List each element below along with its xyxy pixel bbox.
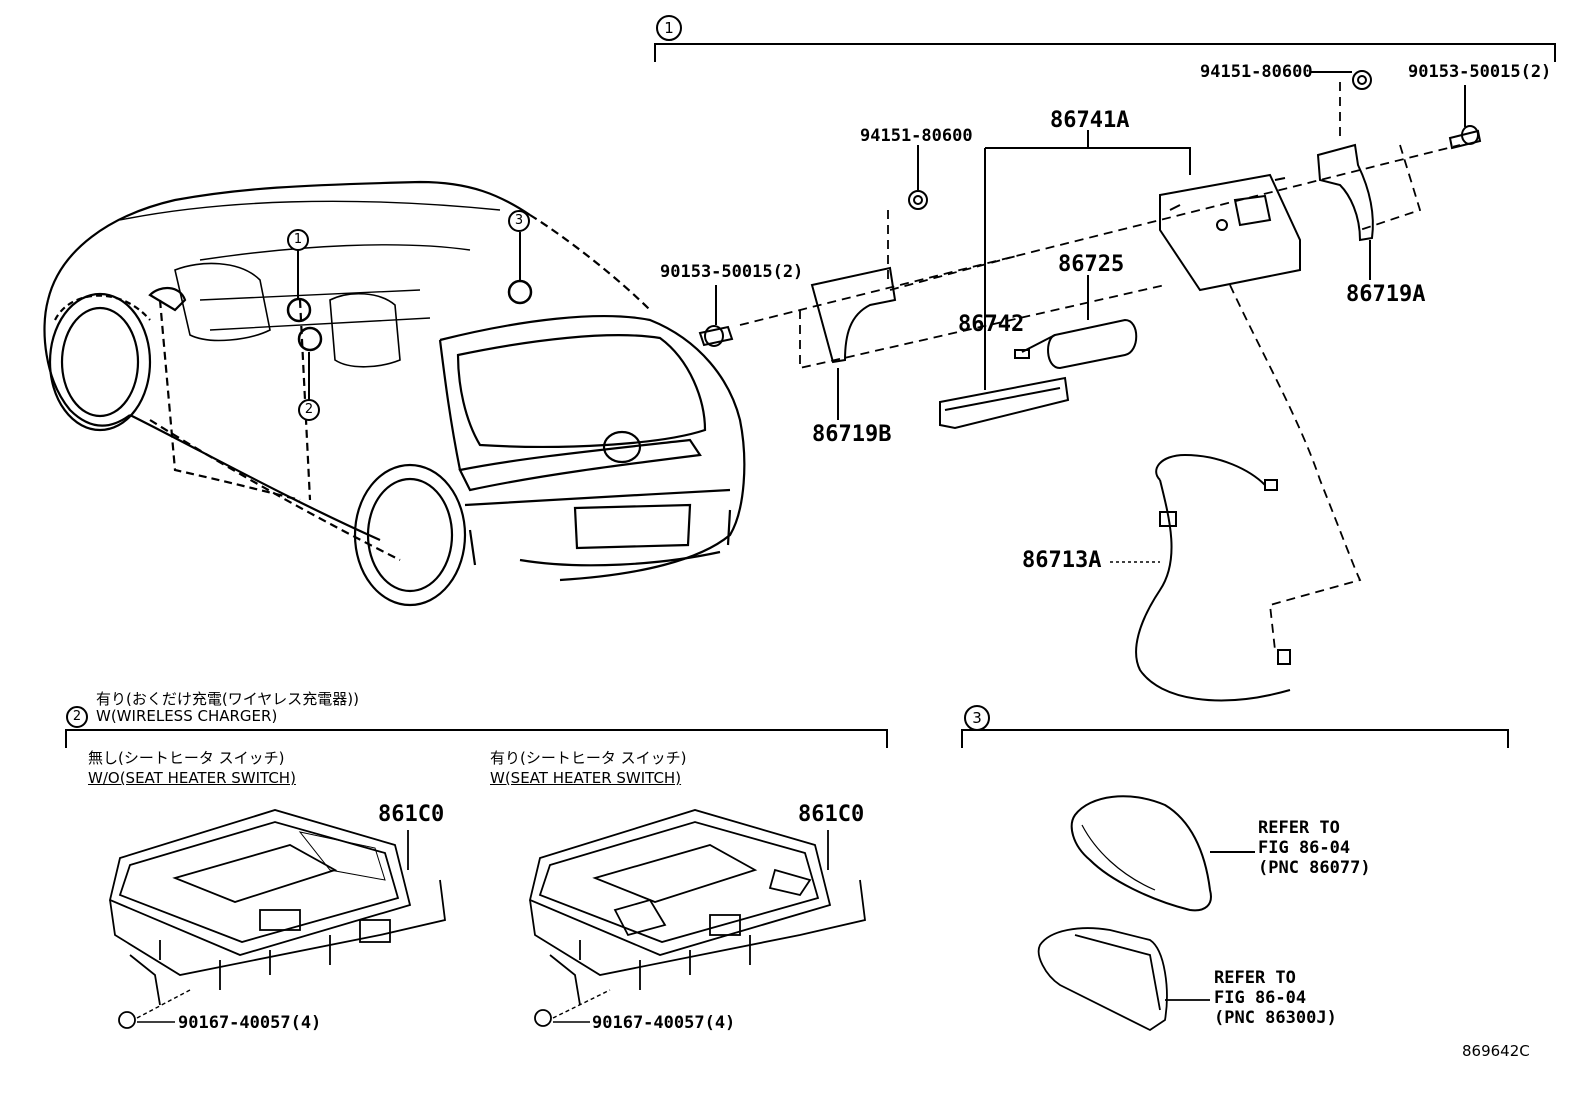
group-2-callout: 2: [66, 706, 88, 728]
car-callout-2: 2: [298, 399, 320, 421]
group-3-callout: 3: [964, 705, 990, 731]
bracket-86719A: [1316, 143, 1374, 280]
label-90167-right: 90167-40057(4): [592, 1013, 736, 1033]
refer-block-1: REFER TO FIG 86-04 (PNC 86077): [1258, 818, 1371, 878]
shark-fin-antenna: [1070, 795, 1255, 912]
bolt-90153-left: [698, 285, 734, 347]
label-86719A: 86719A: [1346, 282, 1426, 307]
label-90167-left: 90167-40057(4): [178, 1013, 322, 1033]
module-86741A: [1159, 173, 1301, 292]
refer2-line1: REFER TO: [1214, 968, 1296, 988]
group-1-callout: 1: [656, 15, 682, 41]
bracket-86719B: [810, 266, 897, 420]
charger-unit-right: [528, 809, 866, 1027]
refer1-line2: FIG 86-04: [1258, 838, 1351, 858]
antenna-base: [1037, 927, 1210, 1032]
charger-unit-left: [108, 809, 446, 1029]
label-94151-top: 94151-80600: [1200, 62, 1313, 82]
label-90153-top: 90153-50015(2): [1408, 62, 1552, 82]
refer2-line3: (PNC 86300J): [1214, 1008, 1337, 1028]
bracket-1: [654, 43, 1556, 62]
nut-94151-mid: [908, 145, 928, 210]
refer1-line3: (PNC 86077): [1258, 858, 1371, 878]
label-94151-mid: 94151-80600: [860, 126, 973, 146]
label-86741A: 86741A: [1050, 108, 1130, 133]
nut-94151-top: [1310, 70, 1372, 90]
label-861C0-right: 861C0: [798, 802, 865, 827]
label-90153-left: 90153-50015(2): [660, 262, 804, 282]
refer-block-2: REFER TO FIG 86-04 (PNC 86300J): [1214, 968, 1337, 1028]
cable-86713A: [1110, 453, 1291, 702]
car-illustration: [43, 180, 746, 607]
bracket-3: [961, 729, 1509, 748]
bracket-2: [65, 729, 888, 748]
refer1-line1: REFER TO: [1258, 818, 1340, 838]
label-86742: 86742: [958, 312, 1025, 337]
section2-right-jp: 有り(シートヒータ スイッチ): [490, 749, 687, 767]
car-callout-1: 1: [287, 229, 309, 251]
part-86725: [1014, 275, 1138, 370]
car-callout-3: 3: [508, 210, 530, 232]
label-86713A: 86713A: [1022, 548, 1102, 573]
section2-left-jp: 無し(シートヒータ スイッチ): [88, 749, 285, 767]
section2-title-en: W(WIRELESS CHARGER): [96, 707, 278, 725]
label-86725: 86725: [1058, 252, 1125, 277]
bolt-90153-top: [1448, 85, 1482, 150]
figure-id: 869642C: [1462, 1042, 1530, 1060]
refer2-line2: FIG 86-04: [1214, 988, 1307, 1008]
section2-right-en: W(SEAT HEATER SWITCH): [490, 769, 682, 787]
section2-left-en: W/O(SEAT HEATER SWITCH): [88, 769, 296, 787]
section2-title-jp: 有り(おくだけ充電(ワイヤレス充電器)): [96, 690, 359, 708]
label-861C0-left: 861C0: [378, 802, 445, 827]
part-86742: [939, 376, 1070, 430]
label-86719B: 86719B: [812, 422, 892, 447]
